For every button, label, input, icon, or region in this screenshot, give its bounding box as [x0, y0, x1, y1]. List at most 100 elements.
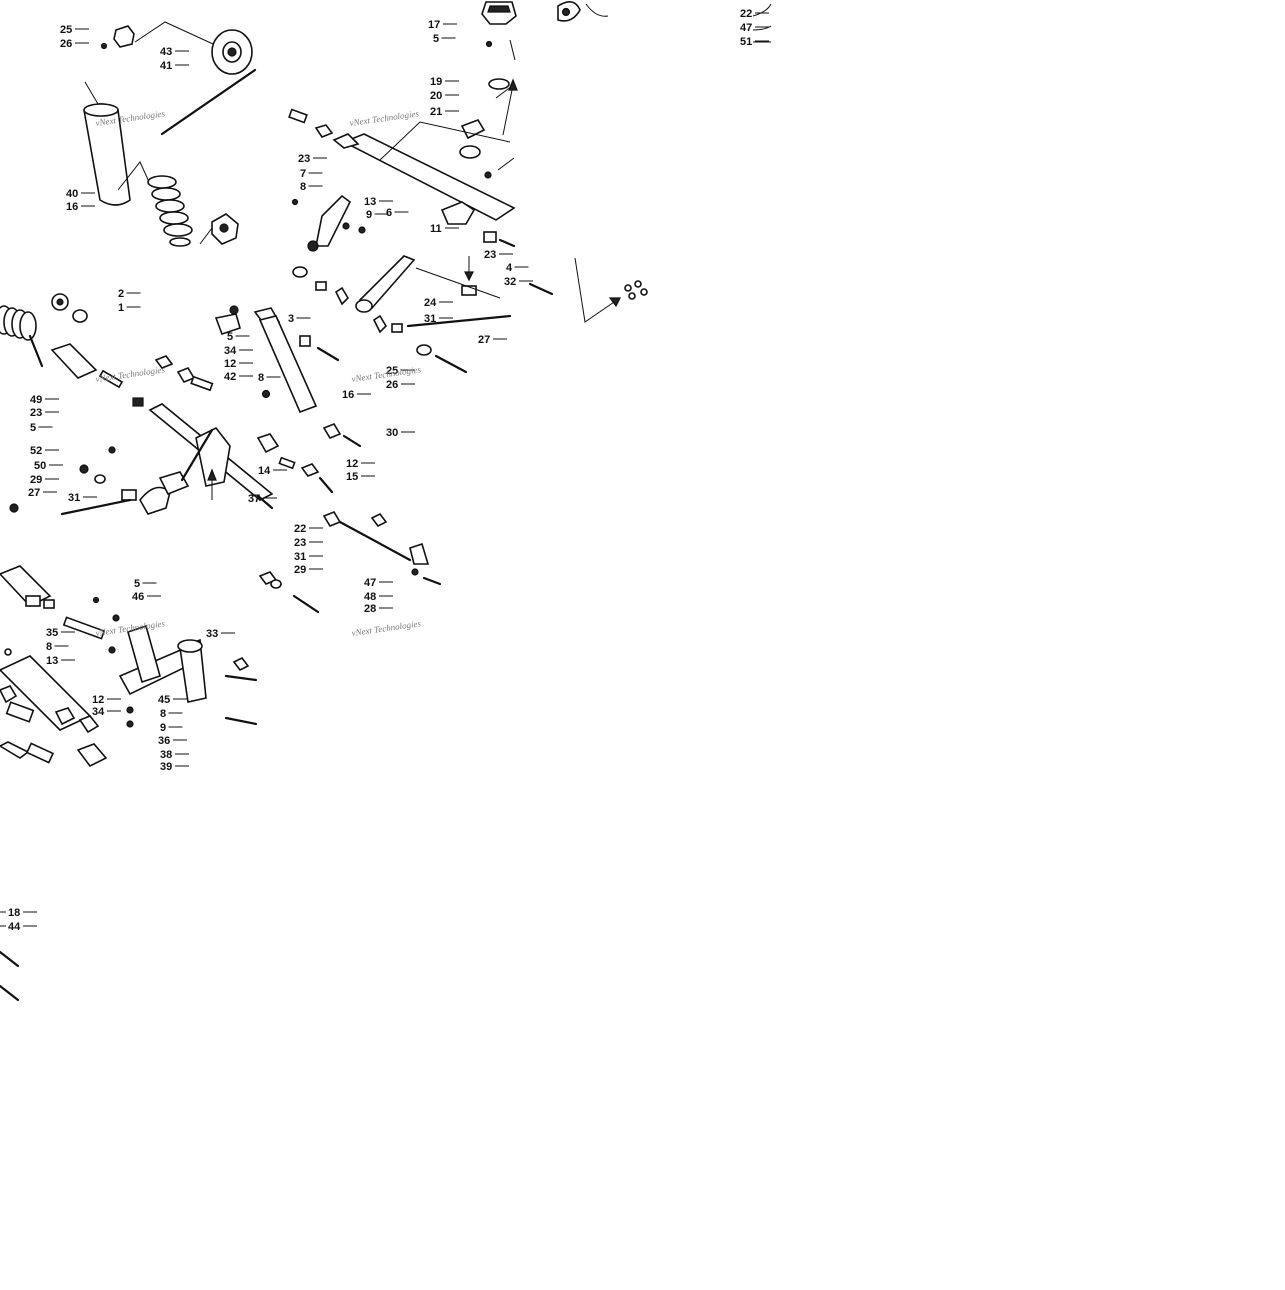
shock-spring-part [147, 175, 193, 247]
bolt-part [528, 282, 554, 296]
tie-rod-part [224, 716, 258, 726]
pin-part [25, 742, 55, 764]
wheel-fragment-part [139, 486, 171, 515]
callout-label: 35 [46, 627, 58, 639]
bushing-part [0, 741, 30, 759]
callout-label: 31 [294, 551, 306, 563]
nut-part [459, 145, 481, 159]
callout-label: 26 [386, 379, 398, 391]
nut-part [4, 648, 12, 656]
callout-label: 5 [30, 422, 36, 434]
leader-line [497, 157, 515, 171]
nut-part [484, 171, 492, 179]
spacer-part [132, 397, 144, 407]
washer-part [292, 266, 308, 278]
callout-label: 47 [740, 22, 752, 34]
callout-label: 7 [300, 168, 306, 180]
rod-part [338, 520, 412, 562]
bushing-part [121, 489, 137, 501]
nut-part [108, 646, 116, 654]
callout-label: 41 [160, 60, 172, 72]
nut-part [411, 568, 419, 576]
callout-label: 25 [386, 365, 398, 377]
nut-part [126, 720, 134, 728]
callout-label: 29 [294, 564, 306, 576]
tile-bottom-left-bolts [0, 911, 20, 1002]
callout-label: 18 [8, 907, 20, 919]
callout-label: 15 [346, 471, 358, 483]
tile-shock-link [154, 305, 362, 510]
callout-label: 1 [118, 302, 124, 314]
washer-part [94, 474, 106, 484]
tile-far-right [752, 3, 772, 43]
cap-part [54, 707, 76, 726]
spacer-part [299, 335, 311, 347]
callout-label: 13 [364, 196, 376, 208]
shaft-part [256, 494, 274, 510]
callout-label: 31 [68, 492, 80, 504]
callout-label: 23 [294, 537, 306, 549]
callout-label: 29 [30, 474, 42, 486]
nut-part [261, 389, 271, 399]
bolt-part [292, 594, 320, 614]
bracket-bolt [307, 240, 319, 252]
callout-label: 5 [134, 578, 140, 590]
clip-part [334, 286, 350, 306]
callout-label: 5 [227, 331, 233, 343]
nut-part [358, 226, 366, 234]
callout-label: 48 [364, 591, 376, 603]
callout-label: 26 [60, 38, 72, 50]
callout-label: 14 [258, 465, 271, 477]
arrow-head [608, 297, 621, 308]
leader-line [84, 81, 99, 105]
callout-label: 38 [160, 749, 172, 761]
tile-top-right-arm [557, 1, 609, 22]
tie-rod-end-part [76, 743, 108, 768]
callout-label: 8 [300, 181, 306, 193]
bracket-part [409, 542, 430, 565]
callout-label: 27 [28, 487, 40, 499]
cap-part [176, 367, 196, 383]
spacer-part [461, 285, 477, 296]
cap-part [78, 715, 100, 734]
callout-label: 9 [366, 209, 372, 221]
callout-label: 51 [740, 36, 752, 48]
arm-tube-part [342, 133, 516, 221]
pin-part [288, 108, 308, 124]
nut-part [9, 503, 19, 513]
callout-label: 12 [224, 358, 236, 370]
rod-part [406, 314, 512, 328]
callout-label: 37 [248, 493, 260, 505]
spacer-part [113, 25, 135, 48]
nut-part [79, 464, 89, 474]
bearing-center [219, 223, 229, 233]
callout-label: 50 [34, 460, 46, 472]
tie-rod-part [224, 674, 258, 682]
callout-label: 47 [364, 577, 376, 589]
callout-label: 8 [258, 372, 264, 384]
cap-part [370, 512, 388, 528]
spacer-part [322, 511, 342, 527]
spacer-part [391, 323, 403, 333]
arrow-head [464, 271, 474, 282]
callout-label: 5 [433, 33, 439, 45]
callout-label: 46 [132, 591, 144, 603]
callout-label: 27 [478, 334, 490, 346]
tile-lower-link [258, 511, 442, 614]
callout-label: 22 [294, 523, 306, 535]
callout-label: 30 [386, 427, 398, 439]
bolt-head [291, 198, 299, 206]
arm-link-hole [561, 7, 571, 17]
pin-part [62, 616, 106, 640]
arrow-head [508, 78, 518, 91]
bolt-part [422, 576, 442, 586]
nut-part [100, 42, 108, 50]
spindle-cap [177, 639, 203, 653]
bolt-part [0, 984, 20, 1002]
hardware-cluster-part [624, 280, 648, 300]
callout-label: 42 [224, 371, 236, 383]
callout-label: 34 [92, 706, 105, 718]
washer-part [72, 309, 88, 323]
